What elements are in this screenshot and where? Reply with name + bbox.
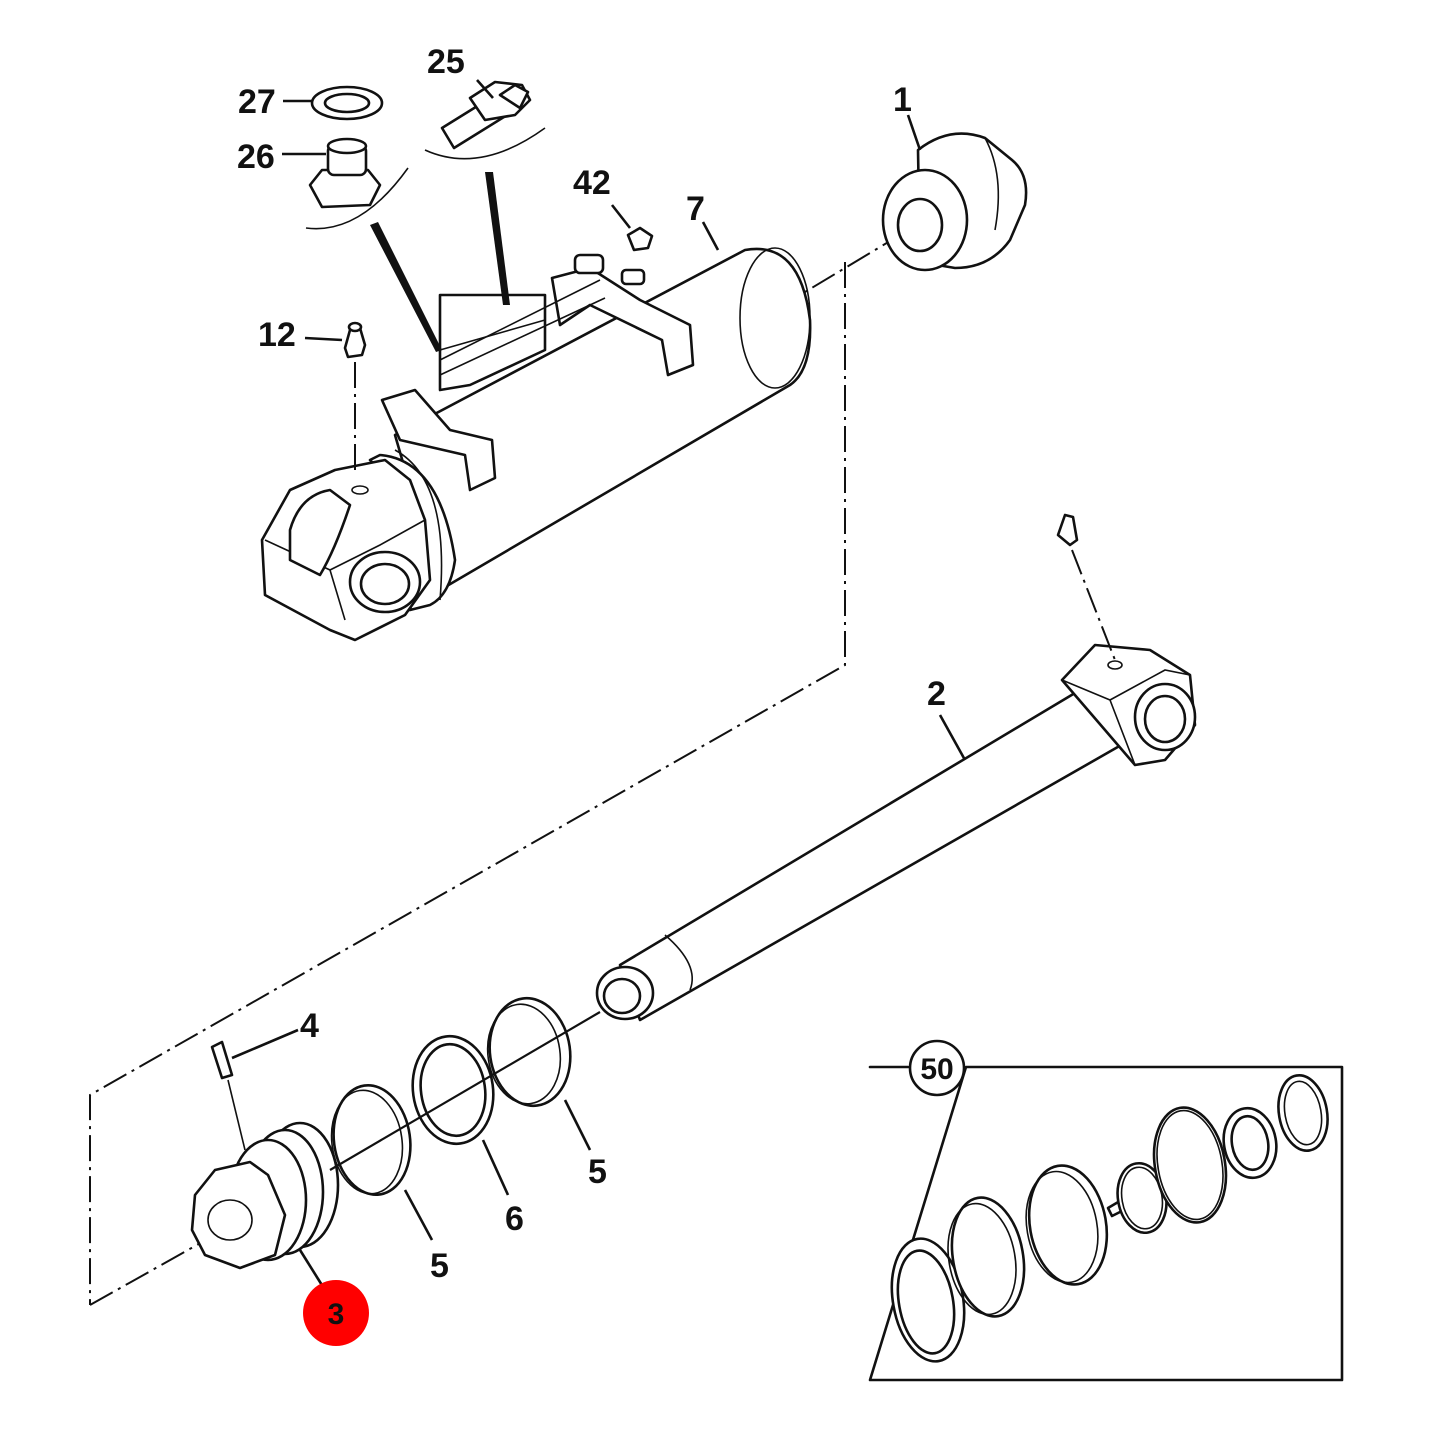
callout-27[interactable]: 27 [238,83,276,121]
part-7-cylinder-barrel[interactable] [260,247,812,642]
callout-42[interactable]: 42 [573,164,611,202]
highlight-marker-3[interactable] [303,1280,369,1346]
part-4-pin[interactable] [210,1028,299,1151]
callout-5-rear[interactable]: 5 [588,1153,607,1191]
leader-1 [906,114,922,151]
callout-3[interactable]: 3 [328,1298,345,1331]
part-3-cylinder-head[interactable] [190,1121,340,1291]
leader-7 [701,221,720,251]
part-25-valve-cartridge[interactable] [424,79,546,305]
part-6-seal-ring[interactable] [406,1031,510,1196]
part-42-screw[interactable] [610,204,654,252]
part-26-plug[interactable] [282,137,442,352]
callout-2[interactable]: 2 [927,675,946,713]
callout-6[interactable]: 6 [505,1200,524,1238]
part-5-ring-front[interactable] [325,1080,434,1241]
part-1-bushing[interactable] [881,132,1028,272]
part-27-seal-washer[interactable] [283,85,384,121]
callout-4[interactable]: 4 [300,1007,319,1045]
callout-1[interactable]: 1 [893,81,912,119]
callout-7[interactable]: 7 [686,190,705,228]
part-2-piston-rod[interactable] [595,513,1197,1022]
callout-25[interactable]: 25 [427,43,465,81]
callout-50[interactable]: 50 [920,1053,953,1086]
callout-5-front[interactable]: 5 [430,1247,449,1285]
callout-12[interactable]: 12 [258,316,296,354]
callout-26[interactable]: 26 [237,138,275,176]
ring-axis [329,1011,601,1171]
part-12-grease-fitting[interactable] [304,321,367,475]
part-50-seal-kit[interactable] [868,1039,1344,1382]
